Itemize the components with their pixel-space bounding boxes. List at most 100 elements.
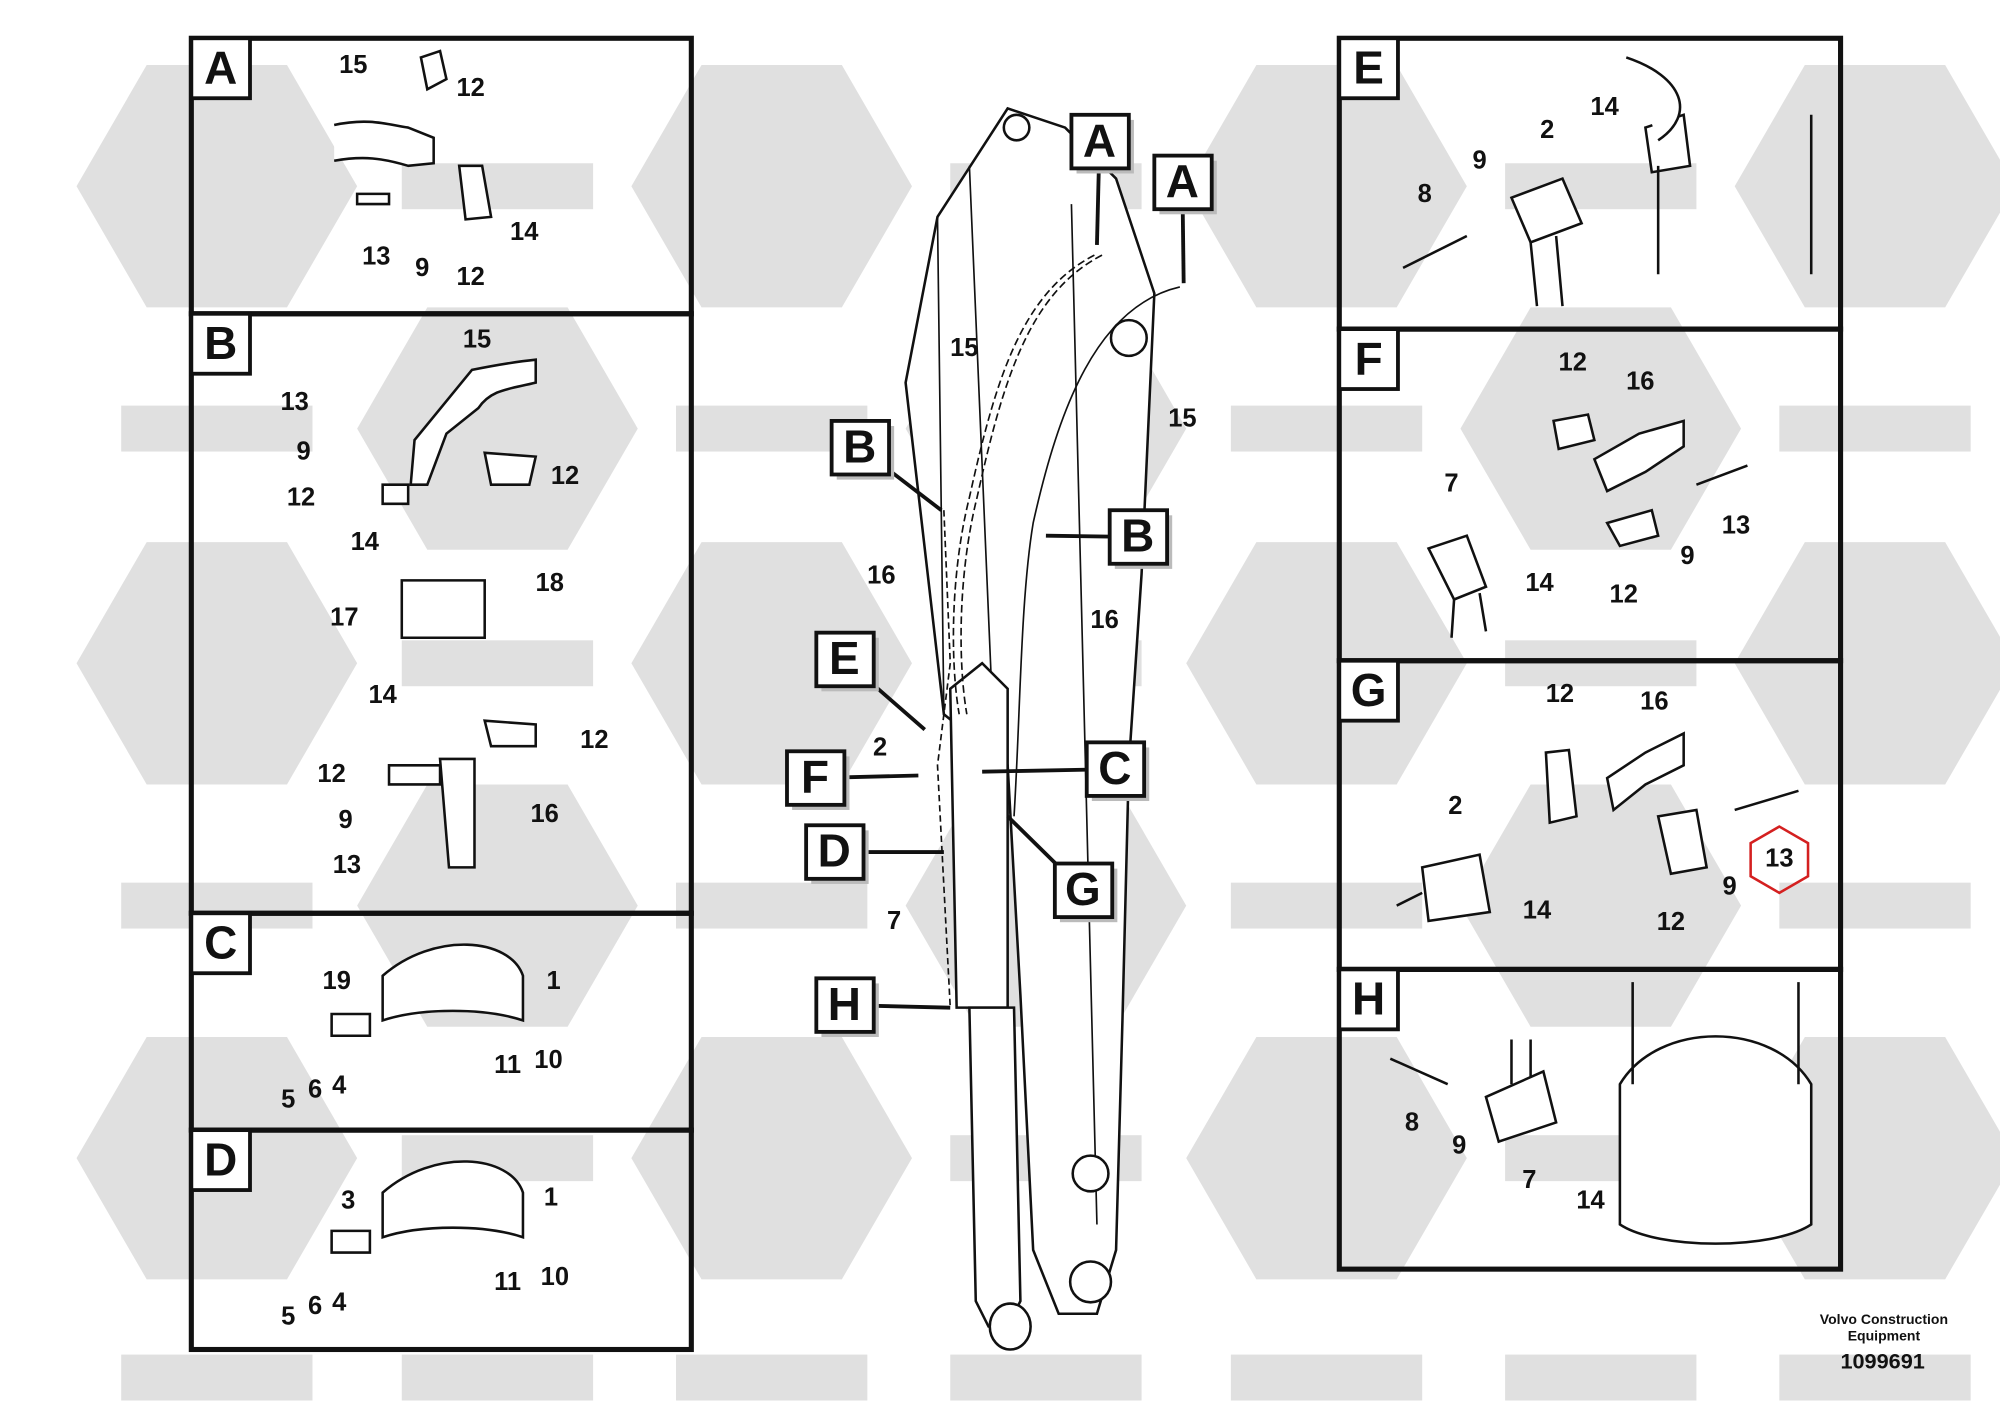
part-number-label[interactable]: 1	[544, 1184, 558, 1212]
part-number-label[interactable]: 14	[1523, 897, 1552, 925]
part-sketch	[381, 1160, 525, 1240]
part-number-label[interactable]: 4	[332, 1288, 347, 1316]
callout-letter[interactable]: H	[828, 978, 861, 1030]
part-number-label[interactable]: 12	[1546, 680, 1574, 708]
part-number-label[interactable]: 6	[308, 1292, 322, 1320]
part-number-label[interactable]: 12	[456, 74, 484, 102]
part-number-label[interactable]: 19	[323, 967, 351, 995]
part-number-label[interactable]: 3	[341, 1186, 355, 1214]
callout-box-b[interactable]	[1107, 508, 1170, 566]
watermark-band	[1779, 882, 1971, 929]
watermark-band	[676, 1354, 868, 1401]
part-number-label[interactable]: 9	[415, 254, 429, 282]
part-number-label[interactable]: 7	[1444, 469, 1458, 497]
part-number-label[interactable]: 13	[1722, 512, 1750, 540]
callout-box-d[interactable]	[804, 823, 866, 881]
callout-letter[interactable]: C	[1098, 742, 1131, 794]
part-number-label[interactable]: 9	[1452, 1131, 1466, 1159]
watermark-band	[1505, 1354, 1697, 1401]
part-sketch	[1510, 1039, 1532, 1085]
callout-letter[interactable]: A	[1083, 114, 1116, 166]
watermark-band	[1230, 163, 1423, 210]
part-sketch	[1618, 1035, 1813, 1245]
panel-letter-box	[1337, 658, 1400, 723]
part-number-label[interactable]: 12	[1610, 580, 1638, 608]
part-number-label[interactable]: 11	[494, 1268, 521, 1296]
part-number-label[interactable]: 13	[333, 851, 361, 879]
part-number-label[interactable]: 8	[1405, 1108, 1419, 1136]
callout-letter[interactable]: E	[829, 632, 860, 684]
part-number-label[interactable]: 12	[456, 263, 484, 291]
watermark-band	[676, 882, 868, 929]
part-number-label[interactable]: 12	[580, 726, 608, 754]
part-number-label[interactable]: 14	[1590, 93, 1619, 121]
part-number-label[interactable]: 12	[317, 760, 345, 788]
callout-letter[interactable]: B	[843, 420, 876, 472]
part-number-label[interactable]: 14	[1525, 569, 1554, 597]
part-sketch	[1625, 56, 1682, 142]
main-part-label[interactable]: 7	[887, 907, 901, 935]
part-number-label[interactable]: 14	[1576, 1186, 1605, 1214]
part-number-label[interactable]: 13	[280, 388, 308, 416]
part-sketch	[483, 451, 538, 486]
callout-box-e[interactable]	[814, 630, 876, 689]
part-number-label[interactable]: 14	[368, 681, 397, 709]
part-number-label[interactable]: 9	[1680, 542, 1694, 570]
part-number-label[interactable]: 9	[1722, 872, 1736, 900]
callout-box-b[interactable]	[829, 419, 891, 477]
part-number-label[interactable]: 8	[1418, 180, 1432, 208]
callout-letter[interactable]: F	[801, 751, 829, 803]
callout-box-a[interactable]	[1069, 112, 1131, 171]
part-sketch	[1631, 982, 1800, 1085]
part-number-label[interactable]: 9	[1472, 147, 1486, 175]
callout-letter[interactable]: A	[1166, 155, 1199, 207]
callout-box-a[interactable]	[1152, 153, 1214, 212]
main-part-label[interactable]: 16	[1090, 606, 1118, 634]
part-number-label[interactable]: 18	[536, 569, 564, 597]
part-number-label[interactable]: 2	[1448, 792, 1462, 820]
part-number-label[interactable]: 15	[463, 325, 491, 353]
part-number-label[interactable]: 11	[494, 1051, 521, 1079]
callout-box-f[interactable]	[785, 749, 847, 807]
watermark-band	[1779, 1354, 1971, 1401]
callout-letter[interactable]: D	[818, 825, 851, 877]
highlighted-part-label[interactable]: 13	[1765, 844, 1793, 872]
part-number-label[interactable]: 1	[546, 967, 560, 995]
part-number-label[interactable]: 5	[281, 1086, 295, 1114]
callout-box-g[interactable]	[1052, 861, 1115, 920]
part-number-label[interactable]: 14	[351, 528, 380, 556]
part-number-label[interactable]: 4	[332, 1071, 347, 1099]
part-number-label[interactable]: 9	[339, 806, 353, 834]
part-sketch	[1656, 808, 1709, 876]
part-number-label[interactable]: 14	[510, 218, 539, 246]
callout-letter[interactable]: G	[1065, 863, 1101, 915]
part-sketch	[1450, 592, 1488, 638]
part-number-label[interactable]: 13	[362, 242, 390, 270]
part-number-label[interactable]: 15	[339, 51, 367, 79]
main-part-label[interactable]: 15	[1168, 404, 1196, 432]
part-number-label[interactable]: 16	[1640, 688, 1668, 716]
part-number-label[interactable]: 16	[1626, 367, 1654, 395]
main-part-label[interactable]: 15	[950, 334, 978, 362]
callout-box-c[interactable]	[1084, 740, 1147, 798]
part-number-label[interactable]: 12	[1559, 348, 1587, 376]
main-part-label[interactable]: 16	[867, 561, 895, 589]
part-number-label[interactable]: 5	[281, 1302, 295, 1330]
callout-box-h[interactable]	[814, 976, 876, 1034]
part-number-label[interactable]: 12	[1657, 908, 1685, 936]
main-part-label[interactable]: 2	[873, 733, 887, 761]
part-number-label[interactable]: 10	[541, 1263, 569, 1291]
watermark-band	[950, 1354, 1142, 1401]
callout-letter[interactable]: B	[1121, 510, 1154, 562]
part-number-label[interactable]: 7	[1522, 1166, 1536, 1194]
part-number-label[interactable]: 16	[530, 800, 558, 828]
part-number-label[interactable]: 10	[534, 1046, 562, 1074]
part-number-label[interactable]: 17	[330, 603, 358, 631]
part-number-label[interactable]: 2	[1540, 116, 1554, 144]
part-number-label[interactable]: 12	[287, 483, 315, 511]
part-number-label[interactable]: 12	[551, 462, 579, 490]
part-number-label[interactable]: 9	[296, 438, 310, 466]
part-number-label[interactable]: 6	[308, 1075, 322, 1103]
